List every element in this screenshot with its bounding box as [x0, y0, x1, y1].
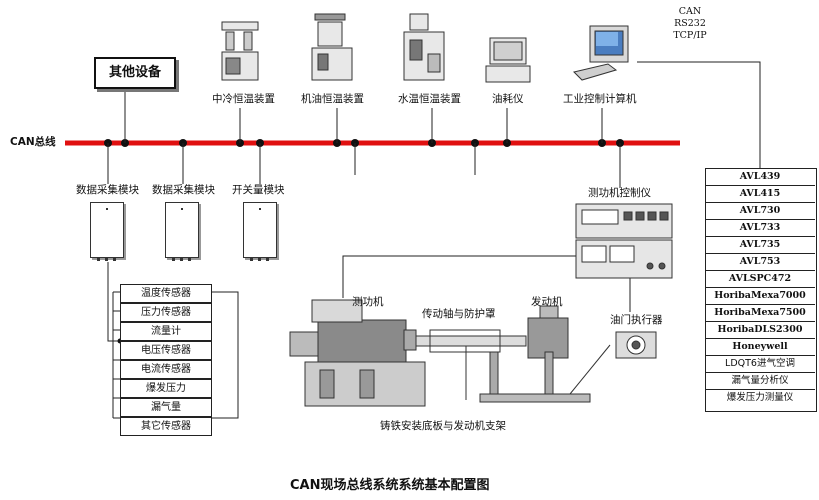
fuel-meter-drawing	[485, 37, 531, 83]
daq-module-2	[165, 202, 199, 261]
daq-module-1	[90, 202, 124, 261]
engine-label: 发动机	[531, 296, 563, 308]
throttle-actuator-label: 油门执行器	[610, 314, 663, 326]
sensor-item: 爆发压力	[120, 379, 212, 398]
water-temp-drawing	[403, 13, 445, 81]
protocol-rs232: RS232	[674, 18, 706, 29]
protocol-can: CAN	[678, 6, 702, 17]
instrument-item: 漏气量分析仪	[705, 373, 815, 391]
instrument-item: AVL439	[705, 169, 815, 187]
test-bed-base-label: 铸铁安装底板与发动机支架	[380, 420, 506, 432]
instrument-item: AVL753	[705, 254, 815, 272]
sensor-item: 压力传感器	[120, 303, 212, 322]
protocol-tcpip: TCP/IP	[673, 30, 707, 41]
figure-caption: CAN现场总线系统系统基本配置图	[290, 478, 490, 493]
throttle-actuator-drawing	[615, 331, 657, 359]
instrument-item: AVL730	[705, 203, 815, 221]
instrument-item: AVL735	[705, 237, 815, 255]
oil-temp-drawing	[311, 13, 353, 81]
module-label-switch: 开关量模块	[232, 184, 285, 196]
sensor-item: 电流传感器	[120, 360, 212, 379]
instrument-item: AVL733	[705, 220, 815, 238]
intercooler-drawing	[221, 21, 259, 81]
switch-module	[243, 202, 277, 261]
top-device-label-fuel-meter: 油耗仪	[492, 93, 524, 105]
module-label-daq-1: 数据采集模块	[76, 184, 139, 196]
test-bed-drawing	[289, 299, 611, 407]
instrument-item: HoribaMexa7000	[705, 288, 815, 306]
sensor-item: 流量计	[120, 322, 212, 341]
dyno-controller-label: 测功机控制仪	[588, 187, 651, 199]
instrument-item: HoribaDLS2300	[705, 322, 815, 340]
instrument-item: AVL415	[705, 186, 815, 204]
dyno-controller-drawing	[575, 203, 673, 279]
can-bus-label: CAN总线	[10, 136, 56, 148]
top-device-label-water-temp: 水温恒温装置	[398, 93, 461, 105]
sensor-item: 漏气量	[120, 398, 212, 417]
sensor-item: 电压传感器	[120, 341, 212, 360]
instrument-item: 爆发压力测量仪	[726, 392, 794, 403]
sensor-item: 其它传感器	[120, 417, 212, 436]
other-equipment-box: 其他设备	[94, 57, 176, 89]
instrument-item: AVLSPC472	[705, 271, 815, 289]
top-device-label-ipc: 工业控制计算机	[563, 93, 637, 105]
sensor-item: 温度传感器	[120, 284, 212, 303]
computer-drawing	[573, 25, 629, 81]
top-device-label-intercooler: 中冷恒温装置	[212, 93, 275, 105]
instrument-item: HoribaMexa7500	[705, 305, 815, 323]
instrument-list	[705, 168, 817, 412]
instrument-item: LDQT6进气空调	[705, 356, 815, 374]
dynamometer-label: 测功机	[352, 296, 384, 308]
instrument-item: Honeywell	[705, 339, 815, 357]
top-device-label-oil-temp: 机油恒温装置	[301, 93, 364, 105]
module-label-daq-2: 数据采集模块	[152, 184, 215, 196]
shaft-guard-label: 传动轴与防护罩	[422, 308, 496, 320]
